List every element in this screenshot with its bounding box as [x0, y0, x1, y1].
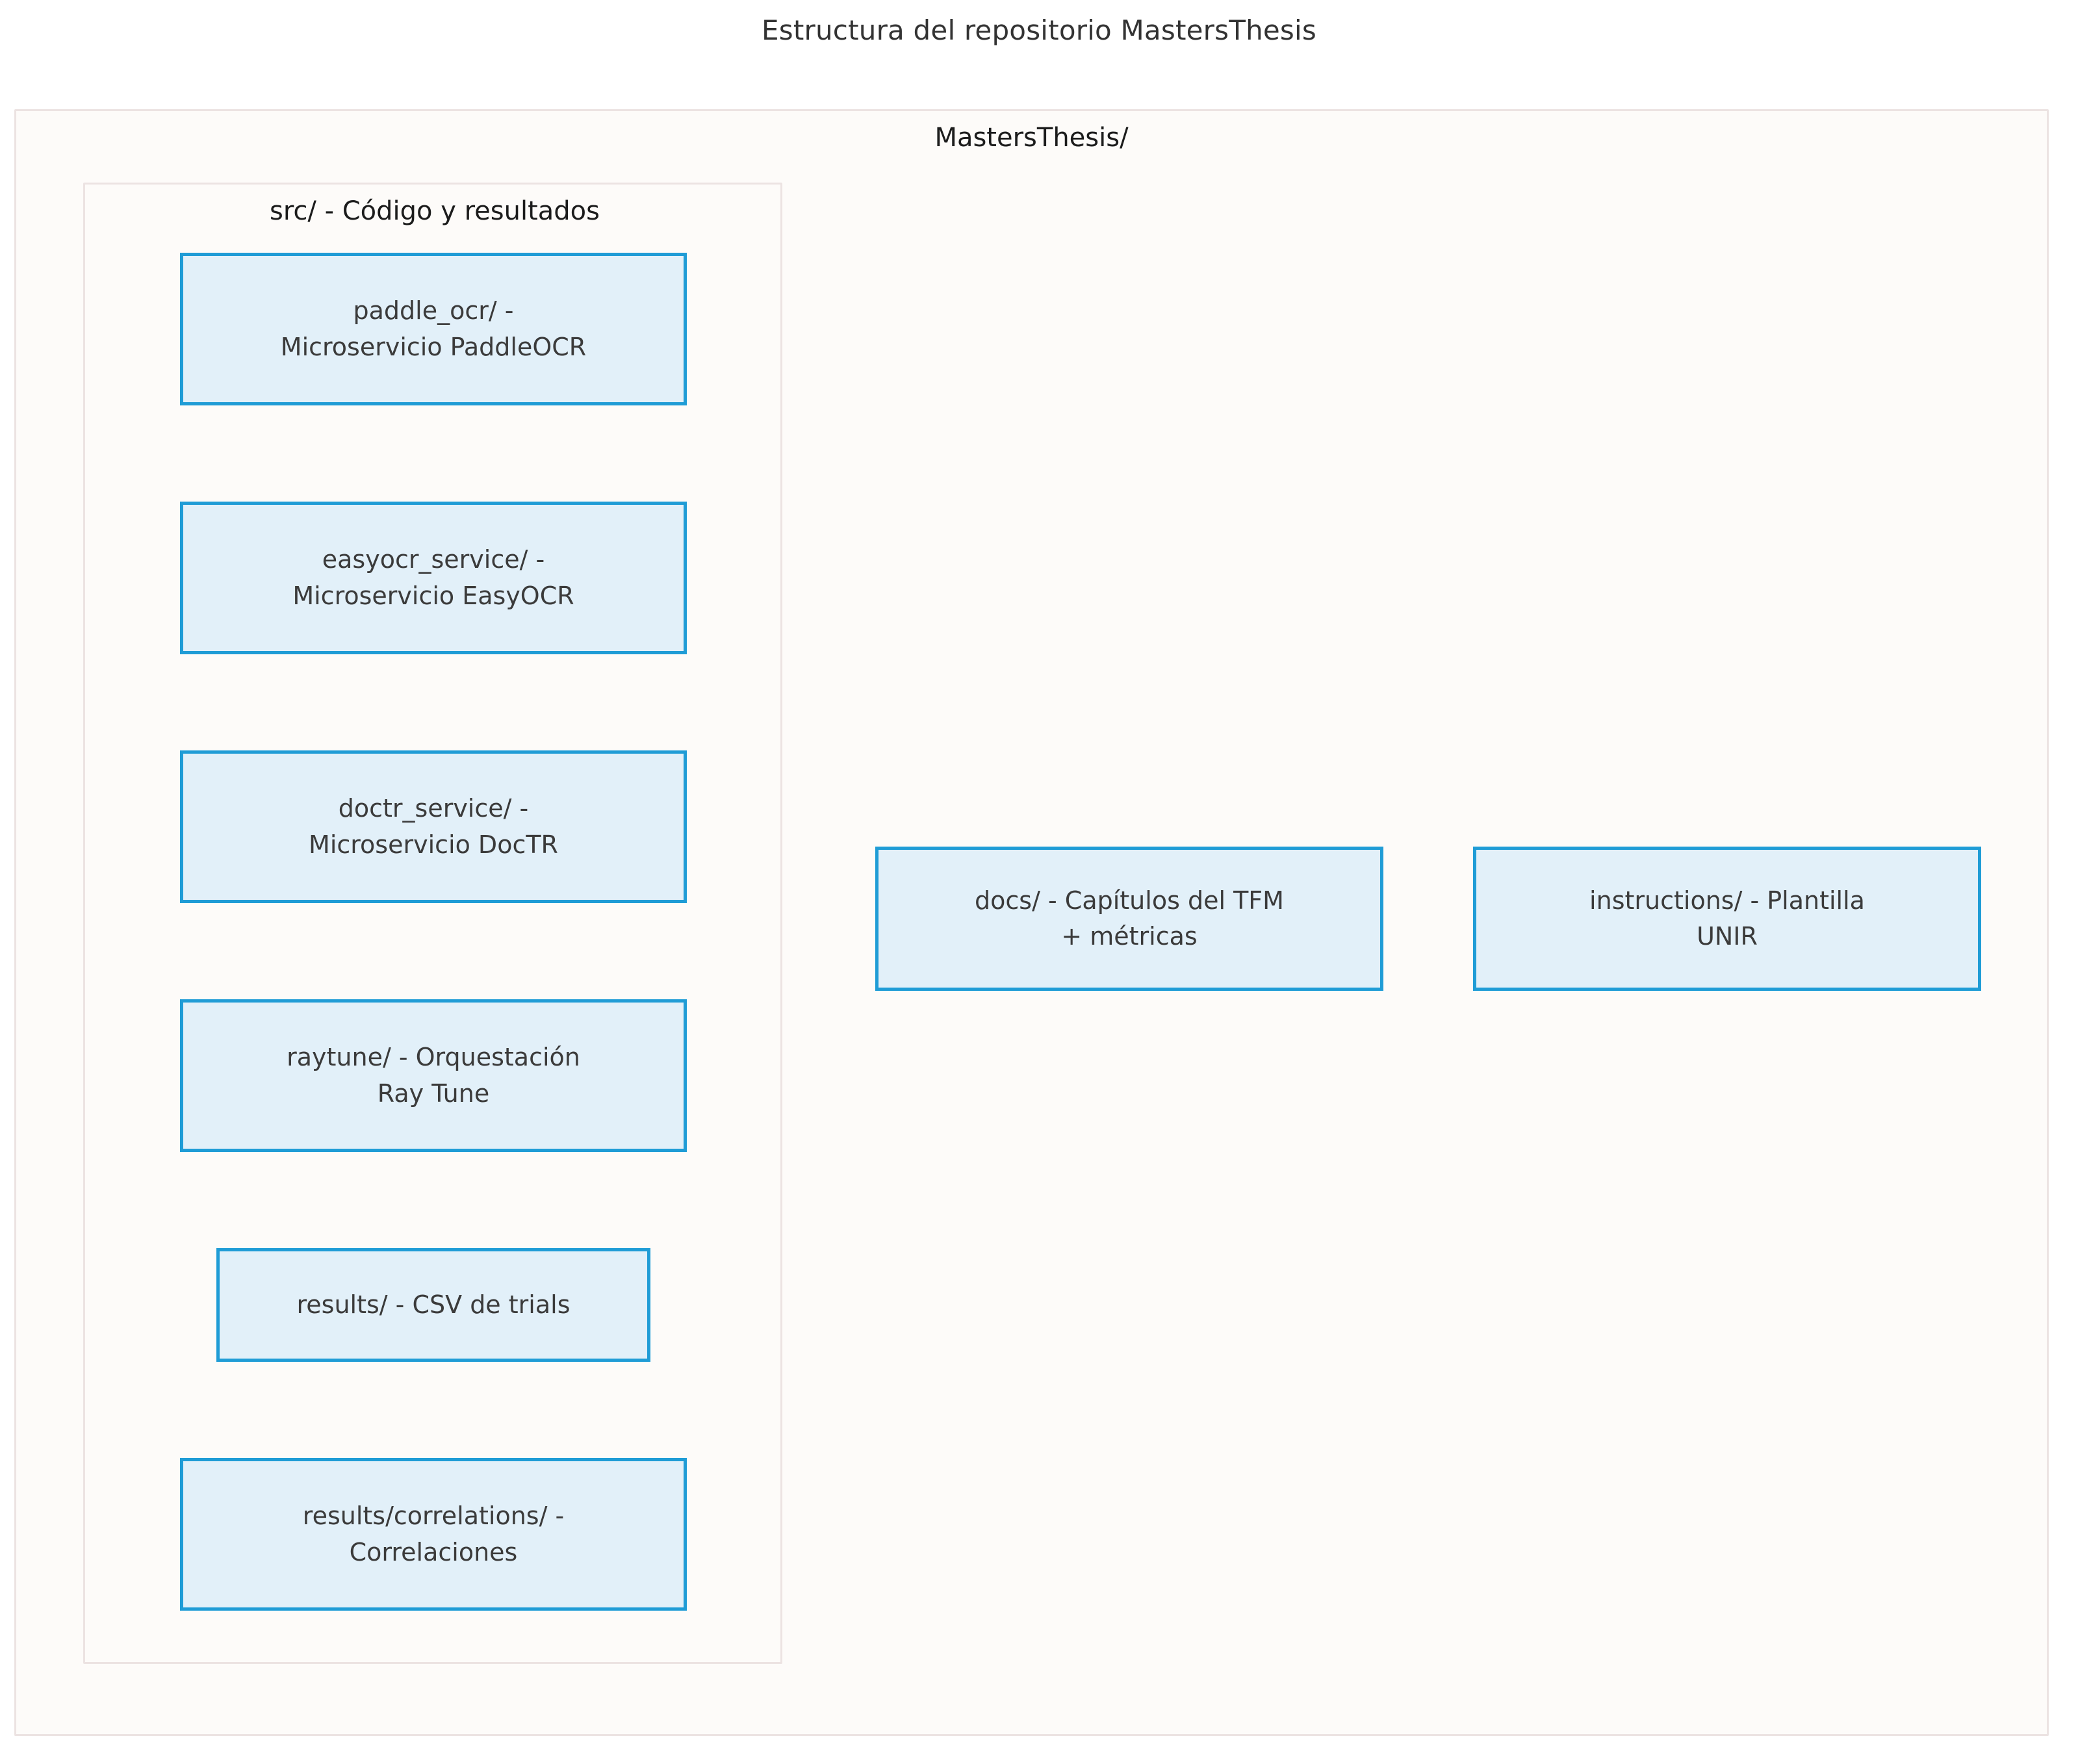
node-label-paddle-ocr: paddle_ocr/ - Microservicio PaddleOCR	[280, 296, 587, 361]
page-title: Estructura del repositorio MastersThesis	[762, 14, 1316, 46]
node-raytune[interactable]: raytune/ - Orquestación Ray Tune	[180, 999, 687, 1152]
node-label-results-correlations: results/correlations/ - Correlaciones	[302, 1502, 565, 1566]
node-easyocr-service[interactable]: easyocr_service/ - Microservicio EasyOCR	[180, 502, 687, 654]
node-label-docs: docs/ - Capítulos del TFM + métricas	[975, 886, 1284, 951]
node-results[interactable]: results/ - CSV de trials	[216, 1248, 650, 1362]
node-doctr-service[interactable]: doctr_service/ - Microservicio DocTR	[180, 750, 687, 903]
cluster-label-src: src/ - Código y resultados	[270, 196, 600, 226]
cluster-label-mastersthesis: MastersThesis/	[934, 123, 1129, 153]
node-label-doctr-service: doctr_service/ - Microservicio DocTR	[309, 794, 558, 859]
cluster-src: src/ - Código y resultados	[83, 183, 782, 1664]
node-paddle-ocr[interactable]: paddle_ocr/ - Microservicio PaddleOCR	[180, 253, 687, 405]
node-label-results: results/ - CSV de trials	[296, 1290, 571, 1319]
node-docs[interactable]: docs/ - Capítulos del TFM + métricas	[875, 847, 1383, 991]
node-results-correlations[interactable]: results/correlations/ - Correlaciones	[180, 1458, 687, 1611]
node-label-instructions: instructions/ - Plantilla UNIR	[1589, 886, 1865, 951]
node-label-raytune: raytune/ - Orquestación Ray Tune	[287, 1043, 580, 1108]
node-label-easyocr-service: easyocr_service/ - Microservicio EasyOCR	[292, 545, 574, 610]
node-instructions[interactable]: instructions/ - Plantilla UNIR	[1473, 847, 1981, 991]
